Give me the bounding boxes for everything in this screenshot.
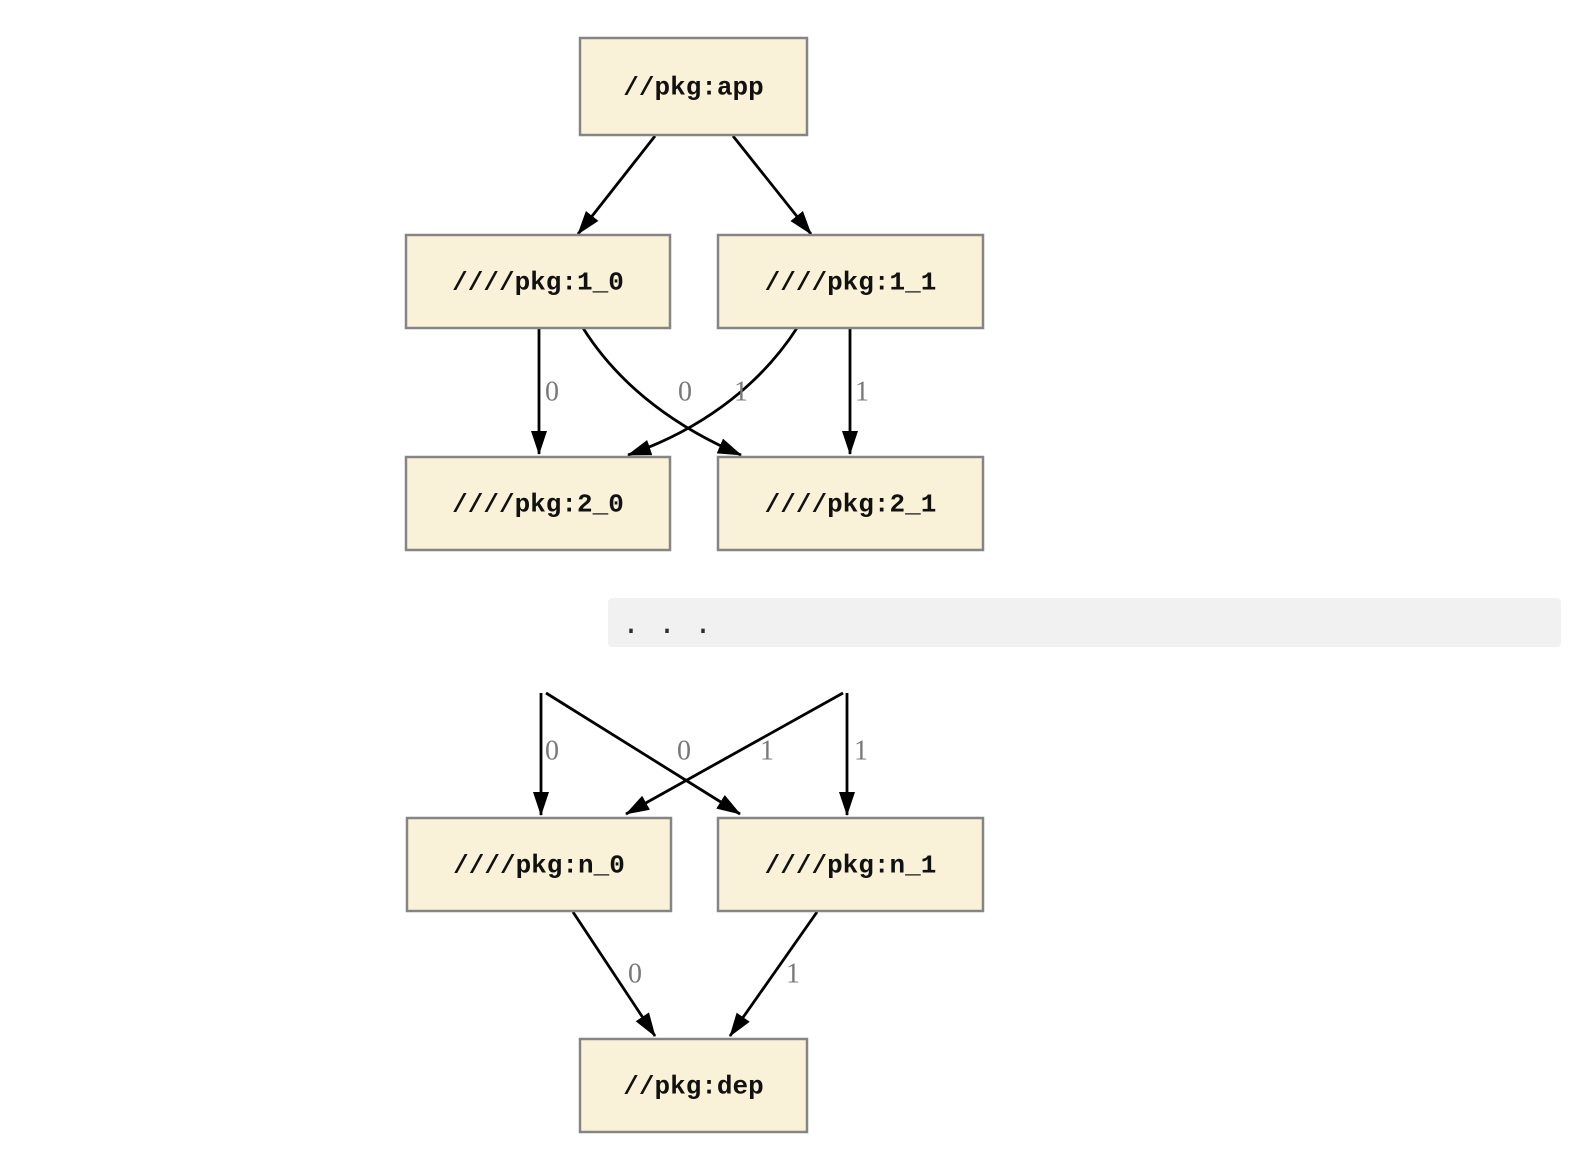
node-box-n_0 (405, 816, 673, 913)
edge-n_1-to-dep (728, 911, 819, 1037)
edge-label-prev-right-to-n_0: 1 (760, 736, 774, 767)
edge-label-n_0-to-dep: 0 (628, 959, 642, 990)
edge-label-1_1-to-2_1: 1 (855, 377, 869, 408)
ellipsis-text: . . . (622, 608, 713, 643)
node-box-2_0 (404, 455, 672, 552)
edge-1_0-to-2_1 (581, 327, 742, 457)
node-label-2_1: ////pkg:2_1 (765, 490, 937, 520)
node-label-dep: //pkg:dep (623, 1072, 763, 1102)
edge-prev-left-to-n_1 (545, 691, 741, 816)
edge-label-prev-left-to-n_1: 0 (677, 736, 691, 767)
edge-prev-right-to-n_0 (625, 691, 844, 816)
edge-1_1-to-2_0 (627, 327, 799, 457)
code-ellipsis-block: . . . (608, 598, 1561, 647)
node-label-app: //pkg:app (623, 73, 763, 103)
edge-label-prev-left-to-n_0: 0 (545, 736, 559, 767)
node-label-1_1: ////pkg:1_1 (765, 268, 937, 298)
node-label-n_0: ////pkg:n_0 (453, 851, 625, 881)
node-label-n_1: ////pkg:n_1 (765, 851, 937, 881)
edge-app-to-1_1 (731, 135, 813, 235)
edge-label-n_1-to-dep: 1 (786, 959, 800, 990)
node-box-dep (578, 1037, 809, 1134)
edges-layer: 0 0 1 1 0 0 1 1 0 1 (531, 135, 869, 1037)
node-box-app (578, 36, 809, 137)
edge-label-1_1-to-2_0: 1 (734, 377, 748, 408)
node-box-1_1 (716, 233, 985, 330)
edge-label-1_0-to-2_1: 0 (678, 377, 692, 408)
nodes-layer: //pkg:app ////pkg:1_0 ////pkg:1_1 ////pkg:2… (404, 36, 985, 1134)
edge-n_0-to-dep (571, 911, 657, 1037)
node-label-2_0: ////pkg:2_0 (452, 490, 624, 520)
node-label-1_0: ////pkg:1_0 (452, 268, 624, 298)
edge-label-1_0-to-2_0: 0 (545, 377, 559, 408)
node-box-2_1 (716, 455, 985, 552)
node-box-1_0 (404, 233, 672, 330)
edge-label-prev-right-to-n_1: 1 (854, 736, 868, 767)
edge-app-to-1_0 (576, 135, 657, 235)
node-box-n_1 (716, 816, 985, 913)
